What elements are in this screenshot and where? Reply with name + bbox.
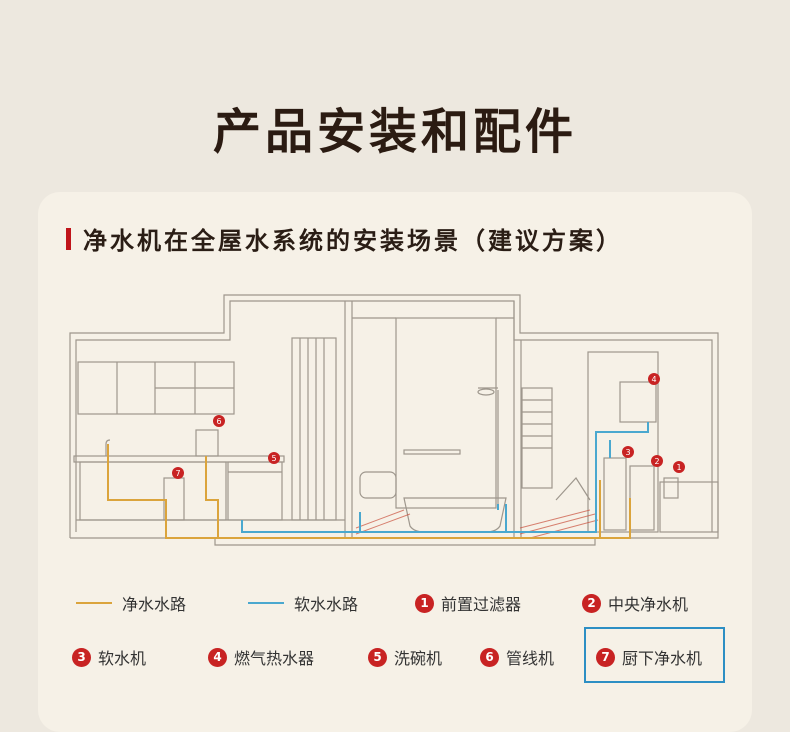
legend-purified-water: 净水水路 — [76, 591, 186, 615]
marker-5: 5 — [268, 452, 280, 464]
marker-2: 2 — [651, 455, 663, 467]
shower-head — [477, 388, 495, 396]
marker-6: 6 — [213, 415, 225, 427]
dishwasher — [227, 461, 283, 521]
radiator — [291, 337, 337, 521]
marker-3-label: 3 — [625, 448, 630, 457]
heading-accent-bar — [66, 227, 71, 250]
highlight-under-sink-purifier — [584, 627, 725, 683]
legend-device-1-label: 前置过滤器 — [441, 595, 522, 614]
legend-soft-label: 软水水路 — [294, 595, 359, 614]
legend-device-4-label: 燃气热水器 — [234, 649, 315, 668]
marker-5-label: 5 — [271, 454, 276, 463]
purified-line-swatch — [76, 602, 112, 604]
badge-7: 7 — [596, 647, 615, 667]
marker-6-label: 6 — [216, 417, 221, 426]
soft-line-swatch — [248, 602, 284, 604]
section-heading-text: 净水机在全屋水系统的安装场景（建议方案） — [83, 227, 623, 255]
marker-4: 4 — [648, 373, 660, 385]
wall-shelf — [403, 449, 461, 455]
legend-device-4: 4 燃气热水器 — [208, 645, 314, 669]
legend-device-7-label: 厨下净水机 — [622, 649, 703, 668]
legend-device-6: 6 管线机 — [480, 645, 554, 669]
badge-2: 2 — [582, 593, 601, 613]
utility-wall — [587, 351, 659, 533]
legend-device-6-label: 管线机 — [506, 649, 555, 668]
purified-water-pipes — [107, 444, 631, 539]
badge-1: 1 — [415, 593, 434, 613]
marker-1: 1 — [673, 461, 685, 473]
legend-device-7: 7 厨下净水机 — [596, 645, 702, 669]
marker-7: 7 — [172, 467, 184, 479]
marker-4-label: 4 — [651, 375, 656, 384]
legend-device-5-label: 洗碗机 — [394, 649, 443, 668]
badge-4: 4 — [208, 647, 227, 667]
legend-device-5: 5 洗碗机 — [368, 645, 442, 669]
legend-device-3-label: 软水机 — [98, 649, 147, 668]
building-inner-outline — [75, 300, 713, 532]
bathtub — [403, 497, 507, 533]
legend-device-1: 1 前置过滤器 — [415, 591, 521, 615]
soft-water-pipes — [241, 422, 649, 533]
marker-3: 3 — [622, 446, 634, 458]
legend-device-2: 2 中央净水机 — [582, 591, 688, 615]
badge-3: 3 — [72, 647, 91, 667]
legend-purified-label: 净水水路 — [122, 595, 187, 614]
gas-water-heater — [619, 381, 657, 423]
right-cabinet — [659, 481, 719, 533]
kitchen-faucet — [105, 439, 111, 456]
page-title: 产品安装和配件 — [212, 104, 577, 160]
marker-7-label: 7 — [175, 469, 180, 478]
lounge-chair — [555, 477, 591, 501]
armchair — [359, 471, 397, 499]
bookshelf — [521, 387, 553, 489]
legend-device-3: 3 软水机 — [72, 645, 146, 669]
legend-device-2-label: 中央净水机 — [608, 595, 689, 614]
water-softener — [603, 457, 627, 531]
base-cabinet — [79, 461, 227, 521]
badge-6: 6 — [480, 647, 499, 667]
marker-2-label: 2 — [654, 457, 659, 466]
legend-soft-water: 软水水路 — [248, 591, 358, 615]
bathroom-back-wall — [395, 317, 497, 509]
floor-heating — [355, 509, 599, 539]
kitchen-countertop — [73, 455, 285, 463]
section-heading: 净水机在全屋水系统的安装场景（建议方案） — [66, 221, 623, 256]
badge-5: 5 — [368, 647, 387, 667]
pre-filter — [663, 477, 679, 499]
central-purifier — [629, 465, 655, 531]
building-outline — [69, 294, 719, 539]
pipeline-dispenser — [195, 429, 219, 457]
floor-line — [70, 537, 690, 546]
marker-1-label: 1 — [676, 463, 681, 472]
